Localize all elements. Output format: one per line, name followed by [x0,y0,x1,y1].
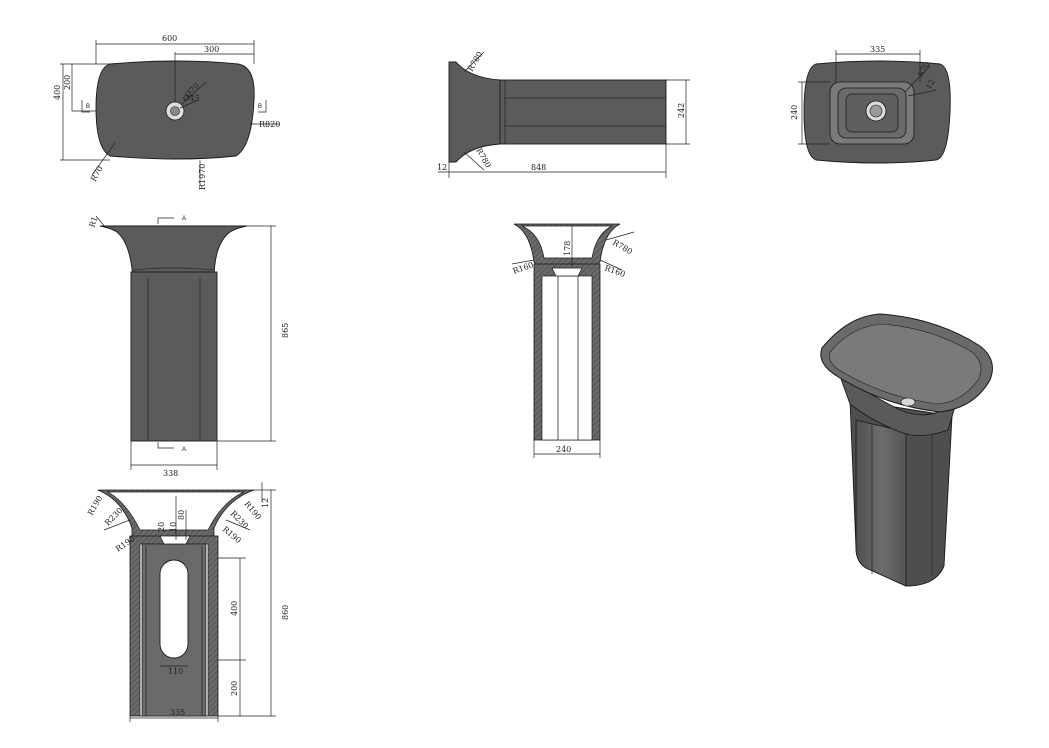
section-b-r-left2-label: R230 [103,506,124,527]
side-height-label: 242 [677,103,686,118]
side-length-label: 848 [531,163,546,172]
top-drain-inner-label: Ø45 [183,94,200,103]
side-r-top-label: R780 [466,50,484,73]
bottom-wall-label: 12 [924,78,937,91]
top-depth-label: 400 [53,85,62,100]
bottom-width-label: 335 [870,45,885,54]
front-view: A A 865 338 R1 [87,215,290,478]
section-b-opening-height-label: 400 [230,601,239,616]
section-b-r-left1-label: R190 [86,494,104,517]
section-a-base-label: 240 [556,445,571,454]
section-b-base-label: 335 [170,708,185,717]
top-r-front-label: R1970 [198,164,207,190]
side-view: 848 242 12 R780 R780 [437,50,690,178]
top-view: B B 600 300 400 200 Ø70 Ø45 R820 R1970 R… [53,34,280,190]
front-mark-top: A [182,216,186,222]
iso-3d-view [820,313,993,587]
access-opening [159,559,189,659]
front-base-label: 338 [163,469,178,478]
section-b-opening-width-label: 110 [168,667,183,676]
bottom-view: 335 240 R70 12 [790,45,951,164]
section-a-r-top-label: R780 [611,238,634,256]
section-b-r-right3-label: R190 [221,525,243,546]
section-b-bottom-offset-label: 200 [230,681,239,696]
top-half-width-label: 300 [204,45,219,54]
side-r-bottom-label: R780 [474,147,492,170]
section-b-neck1-label: 20 [157,522,166,532]
section-b-neck2-label: 80 [177,510,186,520]
front-mark-bottom: A [182,447,186,453]
section-a-r-right-label: R160 [603,263,626,279]
top-r-corner-label: R70 [89,164,105,183]
section-b-lip-label: 12 [261,498,270,508]
section-a-view: 178 240 R160 R160 R780 [512,223,635,458]
front-r-lip-label: R1 [87,215,99,229]
front-height-label: 865 [281,323,290,338]
top-mark-right: B [258,104,262,110]
section-b-height-label: 860 [281,605,290,620]
top-half-depth-label: 200 [63,75,72,90]
bottom-height-label: 240 [790,105,799,120]
section-a-r-left-label: R160 [512,260,535,276]
side-lip-label: 12 [437,163,447,172]
top-r-side-label: R820 [259,120,280,129]
section-b-neck3-label: 10 [169,522,178,532]
top-width-label: 600 [162,34,177,43]
section-b-r-right2-label: R230 [229,509,250,530]
section-b-view: 860 400 110 200 335 12 20 80 10 R190 R23… [86,482,290,722]
section-a-depth-label: 178 [563,241,572,256]
top-mark-left: B [86,104,90,110]
